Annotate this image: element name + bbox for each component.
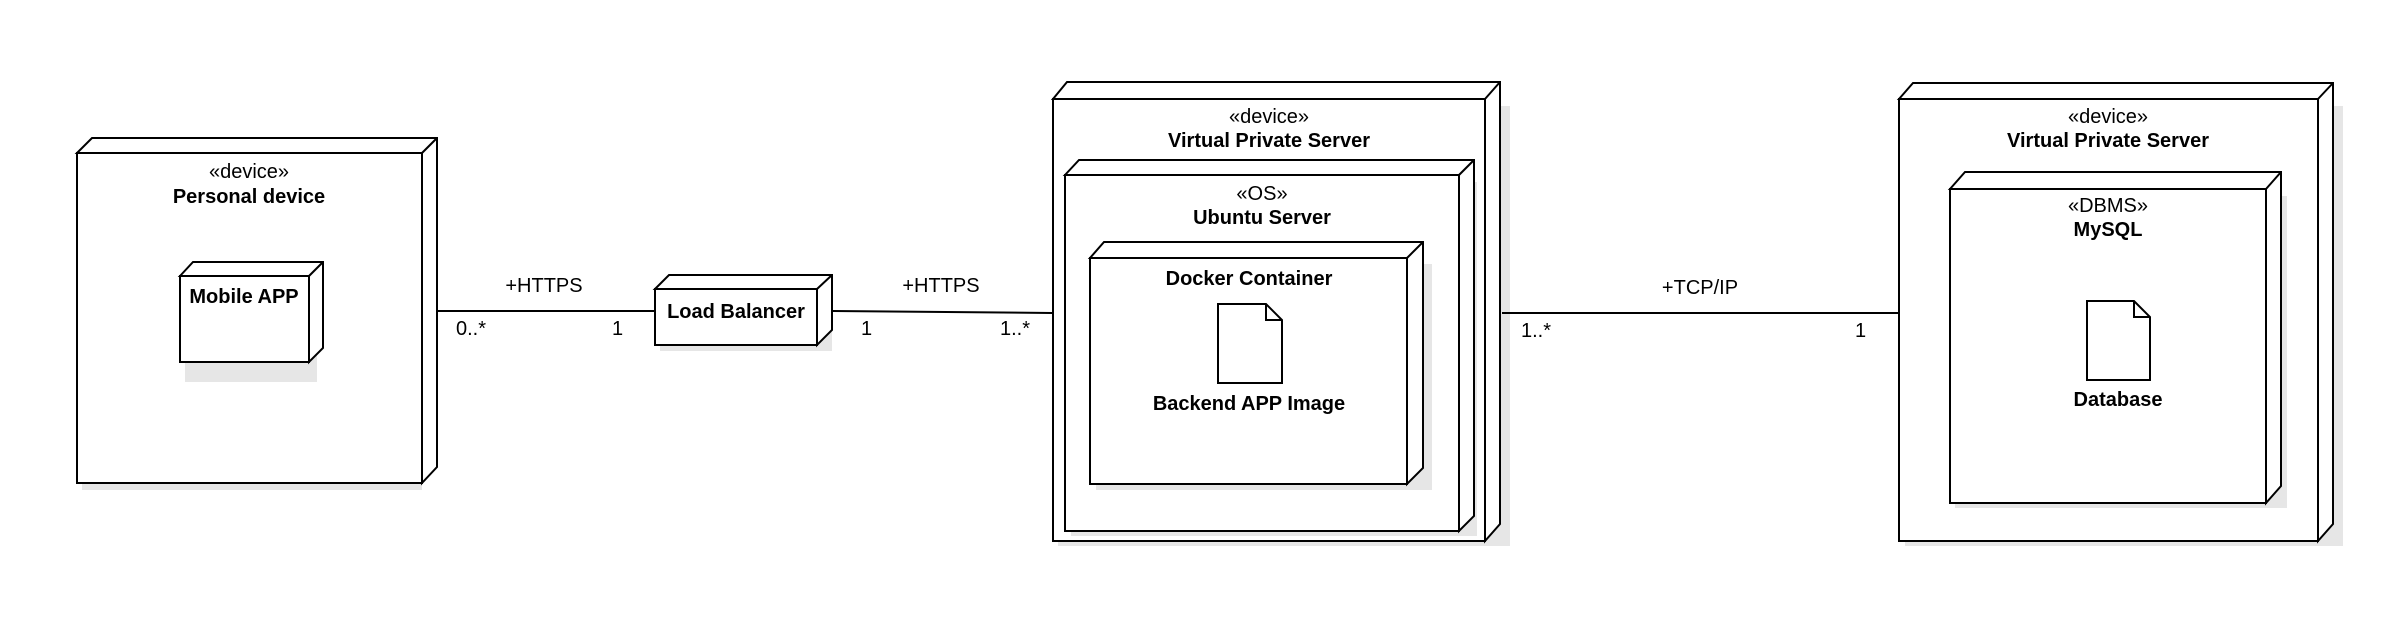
database-artifact[interactable]: Database xyxy=(2074,300,2163,411)
document-icon xyxy=(1217,303,1283,384)
edge-device-to-load-balancer[interactable]: +HTTPS 0..* 1 xyxy=(438,275,654,340)
edge-protocol-label: +HTTPS xyxy=(505,275,582,297)
edge-protocol-label: +TCP/IP xyxy=(1662,277,1738,299)
personal-device-name: Personal device xyxy=(173,186,325,208)
target-multiplicity: 1..* xyxy=(1000,318,1030,340)
target-multiplicity: 1 xyxy=(1855,320,1866,342)
database-name: Database xyxy=(2074,389,2163,411)
mobile-app-node[interactable]: Mobile APP xyxy=(177,261,324,382)
mysql-stereotype: «DBMS» xyxy=(2068,195,2148,217)
docker-container-node[interactable]: Docker Container xyxy=(1087,241,1432,490)
backend-image-name: Backend APP Image xyxy=(1153,393,1345,415)
vps-database-name: Virtual Private Server xyxy=(2007,130,2209,152)
vps-backend-stereotype: «device» xyxy=(1229,106,1309,128)
source-multiplicity: 1..* xyxy=(1521,320,1551,342)
ubuntu-stereotype: «OS» xyxy=(1236,183,1287,205)
document-icon xyxy=(2086,300,2151,381)
vps-database-stereotype: «device» xyxy=(2068,106,2148,128)
personal-device-stereotype: «device» xyxy=(209,161,289,183)
load-balancer-node[interactable]: Load Balancer xyxy=(652,274,833,351)
vps-backend-name: Virtual Private Server xyxy=(1168,130,1370,152)
load-balancer-name: Load Balancer xyxy=(667,301,805,323)
mysql-name: MySQL xyxy=(2074,219,2143,241)
target-multiplicity: 1 xyxy=(612,318,623,340)
source-multiplicity: 1 xyxy=(861,318,872,340)
edge-protocol-label: +HTTPS xyxy=(902,275,979,297)
edge-load-balancer-to-vps[interactable]: +HTTPS 1 1..* xyxy=(832,275,1053,340)
source-multiplicity: 0..* xyxy=(456,318,486,340)
mobile-app-name: Mobile APP xyxy=(189,286,298,308)
ubuntu-name: Ubuntu Server xyxy=(1193,207,1331,229)
docker-name: Docker Container xyxy=(1166,268,1333,290)
edge-vps-to-database-server[interactable]: +TCP/IP 1..* 1 xyxy=(1502,277,1898,342)
backend-app-image-artifact[interactable]: Backend APP Image xyxy=(1153,303,1345,415)
